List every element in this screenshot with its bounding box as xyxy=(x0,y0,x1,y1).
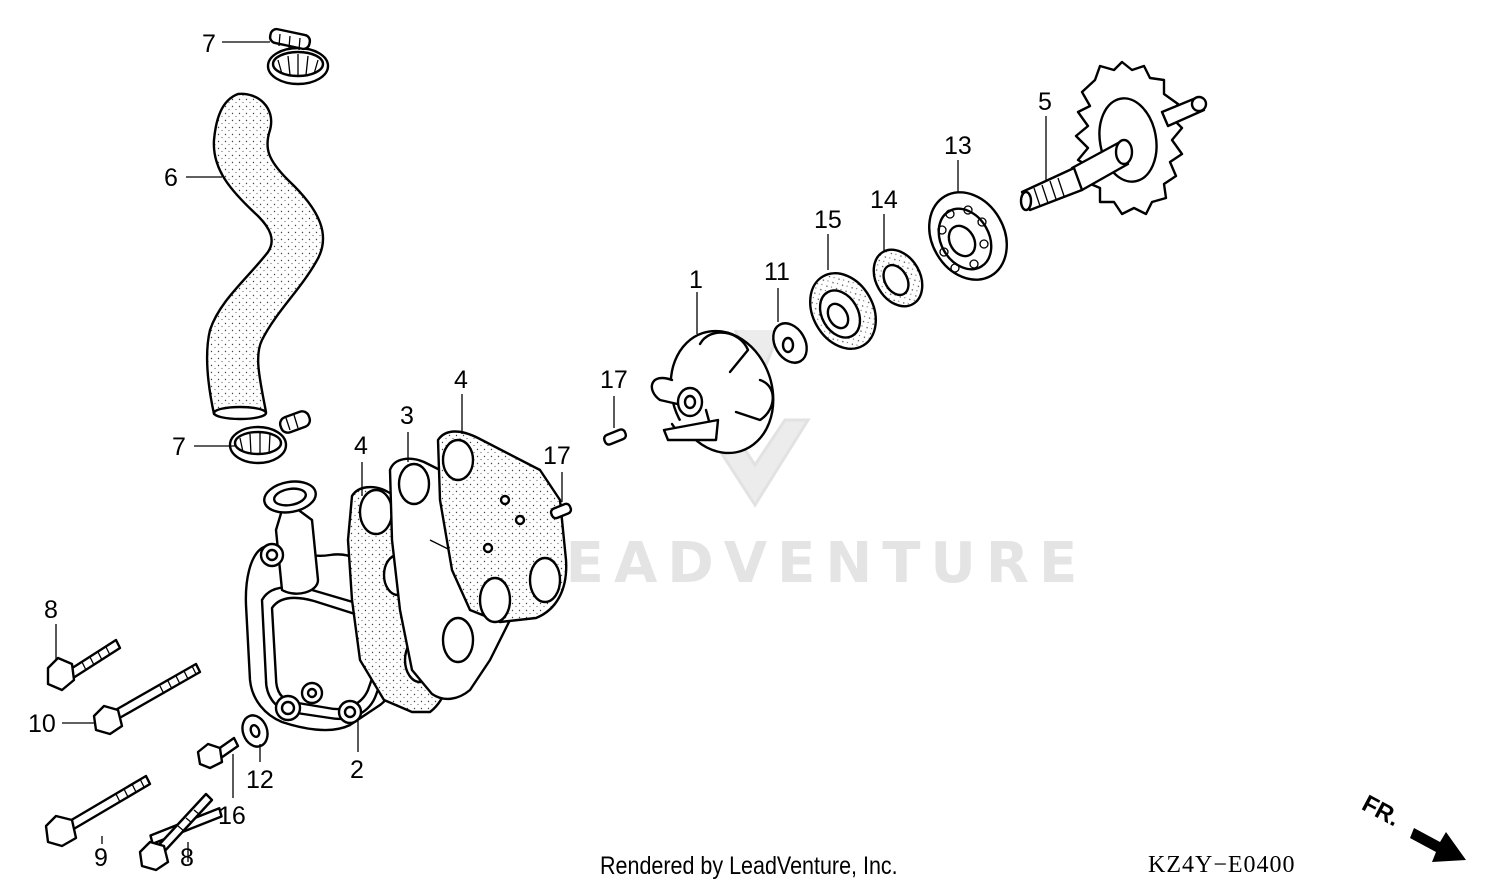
callout-13: 13 xyxy=(944,132,972,160)
washer-11 xyxy=(772,322,808,364)
hose-clamp-top xyxy=(266,27,330,86)
hose xyxy=(205,92,325,421)
dowel-pin-lower xyxy=(549,502,573,520)
direction-label: FR. xyxy=(1358,790,1405,832)
impeller xyxy=(650,329,775,455)
flange-bolt-8-lower xyxy=(138,792,223,872)
callout-3: 3 xyxy=(400,402,414,430)
diagram-code: KZ4Y−E0400 xyxy=(1148,852,1296,878)
watermark: LEADVENTURE xyxy=(520,329,1087,596)
callouts: 7 6 7 4 3 4 17 17 1 11 15 14 13 5 8 10 9 xyxy=(28,30,1052,872)
render-credit: Rendered by LeadVenture, Inc. xyxy=(600,852,898,880)
callout-4-left: 4 xyxy=(354,432,368,460)
hose-clamp-bottom xyxy=(228,410,312,465)
callout-2: 2 xyxy=(350,756,364,784)
callout-15: 15 xyxy=(814,206,842,234)
oil-seal-15 xyxy=(809,272,877,350)
dowel-pin-upper xyxy=(602,428,628,446)
callout-9: 9 xyxy=(94,844,108,872)
front-direction-indicator: FR. xyxy=(1358,790,1466,862)
flange-bolt-10 xyxy=(92,662,202,736)
washer-12 xyxy=(241,714,269,748)
gasket-c xyxy=(436,430,568,624)
callout-8-lower: 8 xyxy=(180,844,194,872)
callout-17-upper: 17 xyxy=(600,366,628,394)
drain-bolt-16 xyxy=(196,736,240,770)
callout-8-upper: 8 xyxy=(44,596,58,624)
callout-4-right: 4 xyxy=(454,366,468,394)
callout-17-lower: 17 xyxy=(543,442,571,470)
callout-7-top: 7 xyxy=(202,30,216,58)
callout-14: 14 xyxy=(870,186,898,214)
callout-6: 6 xyxy=(164,164,178,192)
callout-10: 10 xyxy=(28,710,56,738)
flange-bolt-9 xyxy=(44,774,152,848)
callout-16: 16 xyxy=(218,802,246,830)
callout-5: 5 xyxy=(1038,88,1052,116)
bearing-13 xyxy=(928,191,1008,281)
flange-bolt-8-upper xyxy=(46,638,122,692)
callout-7-bottom: 7 xyxy=(172,433,186,461)
callout-11: 11 xyxy=(764,258,790,286)
watermark-text: LEADVENTURE xyxy=(520,531,1087,596)
water-pump-shaft-gear xyxy=(1019,60,1208,216)
seal-14 xyxy=(872,248,924,308)
callout-12: 12 xyxy=(246,766,274,794)
callout-1: 1 xyxy=(689,266,703,294)
arrow-icon xyxy=(1410,828,1466,862)
